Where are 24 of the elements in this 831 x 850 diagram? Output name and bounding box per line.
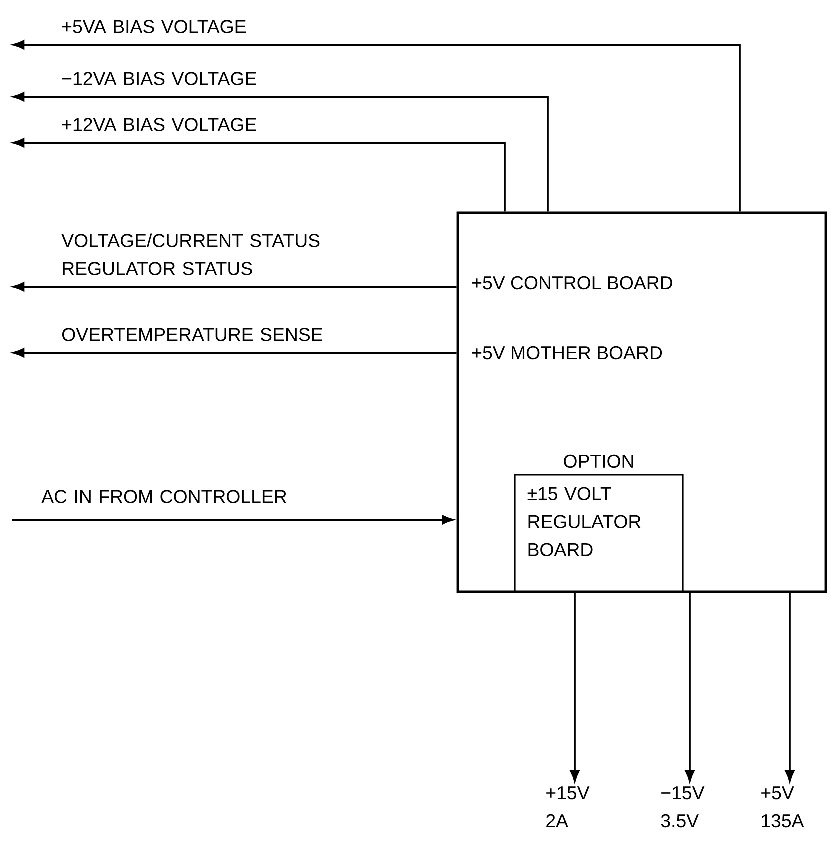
- board-name: +5V CONTROL BOARD: [472, 276, 672, 290]
- output-label: +15V 2A: [546, 786, 590, 828]
- signal-label: +12VA BIAS VOLTAGE: [62, 118, 256, 132]
- signal-label: OVERTEMPERATURE SENSE: [62, 328, 323, 342]
- arrow: [685, 592, 695, 782]
- option-heading: OPTION: [564, 454, 634, 468]
- signal-label: +5VA BIAS VOLTAGE: [62, 20, 246, 34]
- signal-label: VOLTAGE/CURRENT STATUS REGULATOR STATUS: [62, 234, 320, 276]
- signal-label: AC IN FROM CONTROLLER: [42, 490, 286, 504]
- board-name: ±15 VOLT REGULATOR BOARD: [528, 487, 641, 556]
- arrow: [13, 348, 457, 358]
- output-label: −15V 3.5V: [661, 786, 705, 828]
- arrow: [13, 282, 457, 292]
- assembly-box: [456, 212, 828, 594]
- arrow: [12, 515, 454, 525]
- arrow: [13, 92, 549, 212]
- board-name: +5V MOTHER BOARD: [472, 346, 662, 360]
- arrow: [785, 593, 795, 782]
- arrow: [13, 40, 741, 212]
- signal-label: −12VA BIAS VOLTAGE: [62, 72, 256, 86]
- arrow: [13, 138, 506, 212]
- output-label: +5V 135A: [762, 786, 804, 828]
- arrow: [570, 592, 580, 782]
- option-box: [514, 454, 684, 593]
